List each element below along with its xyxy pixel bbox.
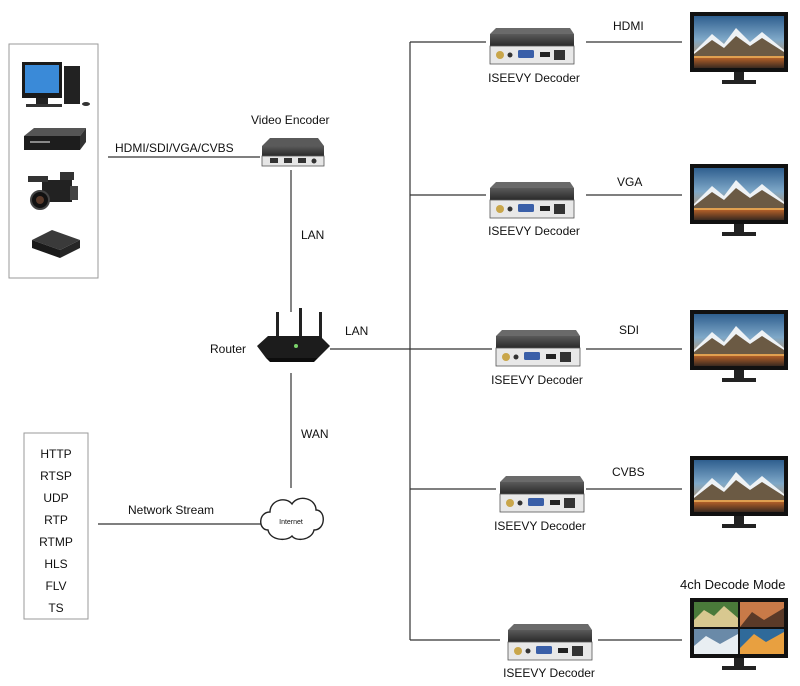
router-wan-label: WAN <box>301 427 329 441</box>
decoder-output-label: HDMI <box>613 19 644 33</box>
protocol-item: HLS <box>44 557 67 571</box>
decoder-device <box>507 623 593 661</box>
protocol-item: RTSP <box>40 469 72 483</box>
encoder-lan-label: LAN <box>301 228 324 242</box>
protocol-item: UDP <box>43 491 68 505</box>
decoder-device <box>489 181 575 219</box>
protocol-item: HTTP <box>40 447 71 461</box>
internet-label: Internet <box>279 519 303 526</box>
protocol-item: RTMP <box>39 535 73 549</box>
decoder-output-label: CVBS <box>612 465 645 479</box>
encoder-label: Video Encoder <box>251 113 330 127</box>
protocol-item: RTP <box>44 513 68 527</box>
network-stream-label: Network Stream <box>128 503 214 517</box>
internet-cloud-icon <box>260 497 324 541</box>
decoder-output-label: VGA <box>617 175 642 189</box>
decoder-device <box>499 475 585 513</box>
monitor-quad-view-icon <box>690 598 788 670</box>
decoder-device <box>489 27 575 65</box>
quad-mode-label: 4ch Decode Mode <box>680 577 786 592</box>
monitor-vga-icon <box>690 164 788 236</box>
decoder-label: ISEEVY Decoder <box>503 666 595 680</box>
source-interface-label: HDMI/SDI/VGA/CVBS <box>115 141 234 155</box>
decoder-label: ISEEVY Decoder <box>491 373 583 387</box>
decoder-label: ISEEVY Decoder <box>494 519 586 533</box>
media-player-box-icon <box>32 230 80 258</box>
desktop-pc-icon <box>22 62 90 107</box>
router-device <box>257 308 330 362</box>
protocol-list: HTTP RTSP UDP RTP RTMP HLS FLV TS <box>39 447 73 615</box>
decoder-output-label: SDI <box>619 323 639 337</box>
protocols-panel <box>23 432 89 620</box>
connection-lines <box>98 41 682 641</box>
router-label: Router <box>210 342 246 356</box>
decoder-device <box>495 329 581 367</box>
decoder-label: ISEEVY Decoder <box>488 224 580 238</box>
router-lan-label: LAN <box>345 324 368 338</box>
video-camera-icon <box>28 172 78 210</box>
monitor-cvbs-icon <box>690 456 788 528</box>
decoder-label: ISEEVY Decoder <box>488 71 580 85</box>
video-encoder-device <box>261 138 325 167</box>
monitor-hdmi-icon <box>690 12 788 84</box>
protocol-item: TS <box>48 601 63 615</box>
protocol-item: FLV <box>45 579 66 593</box>
set-top-box-icon <box>24 128 86 150</box>
monitor-sdi-icon <box>690 310 788 382</box>
